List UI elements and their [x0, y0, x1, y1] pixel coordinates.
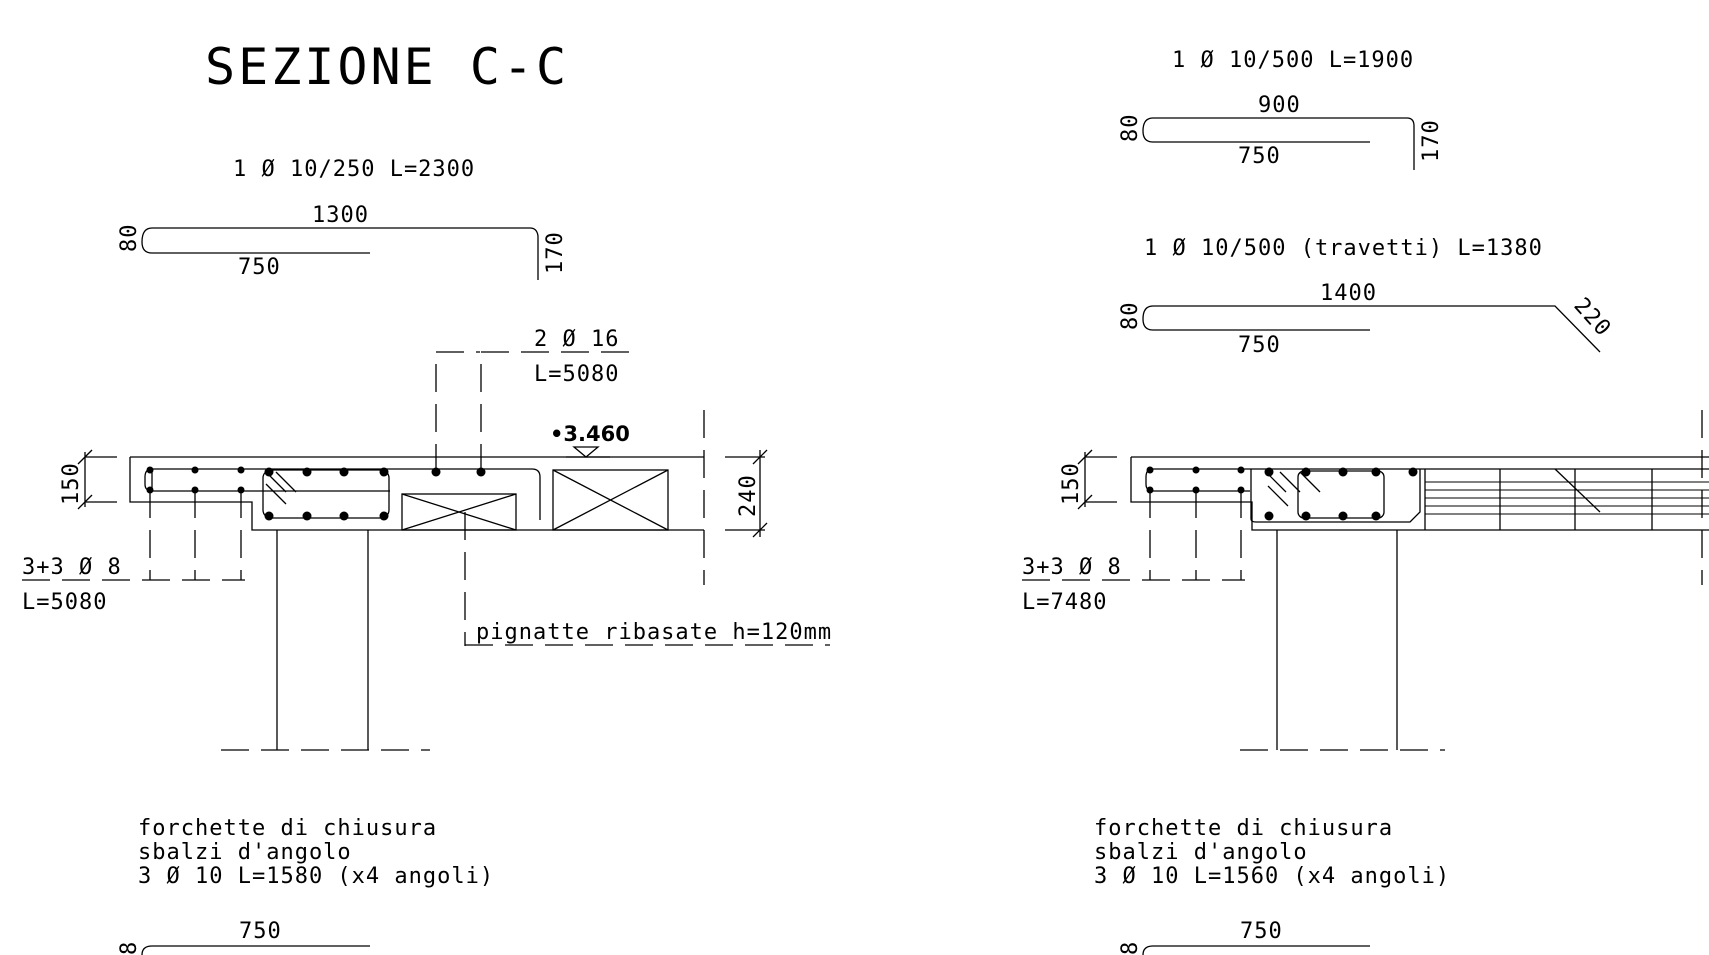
slab-thickness-left: 150: [59, 462, 84, 505]
bar-left-spec: 1 Ø 10/250 L=2300: [233, 157, 475, 182]
bottom-bars-callout-right: 3+3 Ø 8 L=7480: [1022, 490, 1245, 615]
slab-thickness-dimension-right: 150: [1059, 449, 1117, 510]
forchette-left-line2: sbalzi d'angolo: [138, 840, 352, 865]
bottom-bars-spec-right: 3+3 Ø 8: [1022, 555, 1122, 580]
bar-right-a-top-length: 900: [1258, 93, 1301, 118]
bar-left-drop: 170: [543, 231, 568, 274]
bar-right-b-hook: 80: [1118, 302, 1143, 331]
bar-shape-right-a: 1 Ø 10/500 L=1900 900 80 750 170: [1118, 48, 1444, 170]
bar-left-bottom-length: 750: [238, 255, 281, 280]
bottom-bars-length-right: L=7480: [1022, 590, 1107, 615]
top-bars-length: L=5080: [534, 362, 619, 387]
forchette-note-left: forchette di chiusura sbalzi d'angolo 3 …: [117, 816, 494, 955]
top-bars-callout: 2 Ø 16 L=5080: [435, 327, 640, 472]
forchette-note-right: forchette di chiusura sbalzi d'angolo 3 …: [1094, 816, 1450, 955]
beam-height: 240: [736, 474, 761, 517]
rebar-dots-left: [146, 466, 486, 521]
left-slab-section: [129, 410, 705, 751]
bar-left-hook: 80: [117, 224, 142, 253]
bar-right-b-bottom-length: 750: [1238, 333, 1281, 358]
bar-shape-left: 1 Ø 10/250 L=2300 1300 80 750 170: [117, 157, 568, 280]
fork-left-hook: 8: [117, 941, 142, 955]
pignatte-note: pignatte ribasate h=120mm: [476, 620, 832, 645]
fork-right-length: 750: [1240, 919, 1283, 944]
bar-left-top-length: 1300: [312, 203, 369, 228]
beam-height-dimension: 240: [725, 449, 768, 538]
fork-left-length: 750: [239, 919, 282, 944]
bar-right-a-bottom-length: 750: [1238, 144, 1281, 169]
forchette-right-line2: sbalzi d'angolo: [1094, 840, 1308, 865]
level-marker: •3.460: [550, 422, 630, 458]
bar-right-b-top-length: 1400: [1320, 281, 1377, 306]
fork-right-hook: 8: [1118, 941, 1143, 955]
forchette-left-line1: forchette di chiusura: [138, 816, 437, 841]
slab-thickness-dimension-left: 150: [59, 449, 117, 510]
right-slab-section: [1130, 410, 1709, 751]
section-title: SEZIONE C-C: [205, 38, 569, 96]
bottom-bars-length-left: L=5080: [22, 590, 107, 615]
pignatte-callout: pignatte ribasate h=120mm: [464, 512, 832, 646]
forchette-left-line3: 3 Ø 10 L=1580 (x4 angoli): [138, 864, 494, 889]
bar-right-b-diagonal: 220: [1569, 293, 1616, 341]
bar-shape-right-b: 1 Ø 10/500 (travetti) L=1380 1400 80 750…: [1118, 236, 1616, 358]
slab-thickness-right: 150: [1059, 462, 1084, 505]
bottom-bars-spec-left: 3+3 Ø 8: [22, 555, 122, 580]
top-bars-spec: 2 Ø 16: [534, 327, 619, 352]
forchette-right-line1: forchette di chiusura: [1094, 816, 1393, 841]
bar-right-a-spec: 1 Ø 10/500 L=1900: [1172, 48, 1414, 73]
level-value: •3.460: [550, 422, 630, 446]
forchette-right-line3: 3 Ø 10 L=1560 (x4 angoli): [1094, 864, 1450, 889]
bar-right-a-drop: 170: [1419, 119, 1444, 162]
bar-right-a-hook: 80: [1118, 114, 1143, 143]
bar-right-b-spec: 1 Ø 10/500 (travetti) L=1380: [1144, 236, 1543, 261]
bottom-bars-callout-left: 3+3 Ø 8 L=5080: [22, 490, 245, 615]
